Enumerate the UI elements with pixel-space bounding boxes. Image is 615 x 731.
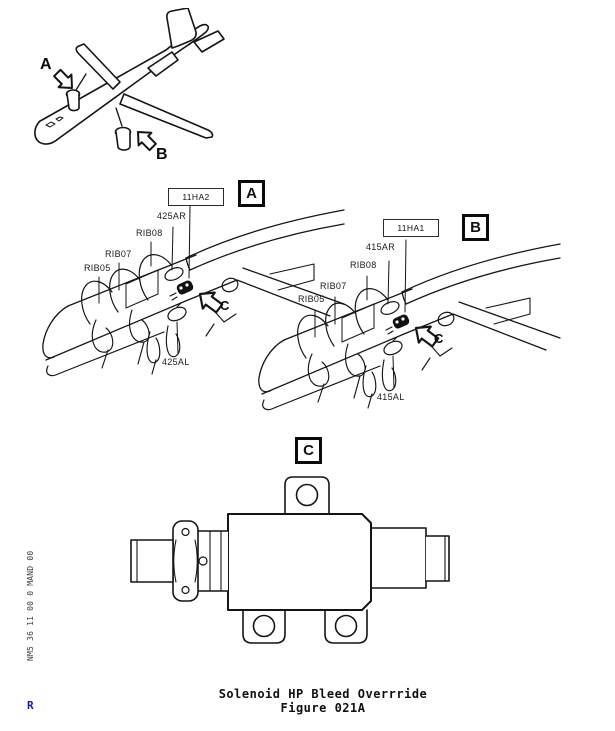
view-a-box-label: A	[246, 185, 257, 202]
view-a-callout-rib08: RIB08	[136, 228, 163, 238]
figure-caption-title: Solenoid HP Bleed Overrride	[218, 687, 428, 701]
view-b-detail-arrow-label: C	[434, 331, 444, 346]
view-b-callout-rib08: RIB08	[350, 260, 377, 270]
view-a-ident-label: 11HA2	[182, 192, 210, 202]
document-side-code: NM5 36 11 00 0 MAND 00	[26, 550, 35, 661]
view-b-ident-label: 11HA1	[397, 223, 425, 233]
view-a-callout-rib07: RIB07	[105, 249, 132, 259]
view-a-callout-425ar: 425AR	[157, 211, 187, 221]
view-b-callout-415al: 415AL	[377, 392, 405, 402]
view-a-box: A	[238, 180, 265, 207]
figure-caption: Solenoid HP Bleed Overrride Figure 021A	[108, 687, 538, 715]
revision-marker: R	[27, 699, 34, 712]
wing-detail-b-drawing	[254, 234, 564, 434]
view-b-box: B	[462, 214, 489, 241]
aircraft-arrow-b-label: B	[156, 146, 168, 163]
view-b-callout-rib05: RIB05	[298, 294, 325, 304]
view-c-box: C	[295, 437, 322, 464]
view-a-detail-arrow-label: C	[220, 298, 230, 313]
view-b-callout-415ar: 415AR	[366, 242, 396, 252]
locator-arrow-b	[137, 131, 157, 152]
aircraft-arrow-a-label: A	[40, 56, 52, 73]
view-b-box-label: B	[470, 219, 481, 236]
view-a-ident-box: 11HA2	[168, 188, 224, 206]
figure-caption-number: Figure 021A	[280, 701, 366, 715]
view-a-callout-425al: 425AL	[162, 357, 190, 367]
view-b-ident-box: 11HA1	[383, 219, 439, 237]
view-c-box-label: C	[303, 442, 314, 459]
view-b-callout-rib07: RIB07	[320, 281, 347, 291]
locator-arrow-a	[53, 68, 73, 89]
solenoid-detail-drawing	[130, 476, 450, 644]
aircraft-locator-drawing	[34, 8, 225, 152]
view-a-callout-rib05: RIB05	[84, 263, 111, 273]
